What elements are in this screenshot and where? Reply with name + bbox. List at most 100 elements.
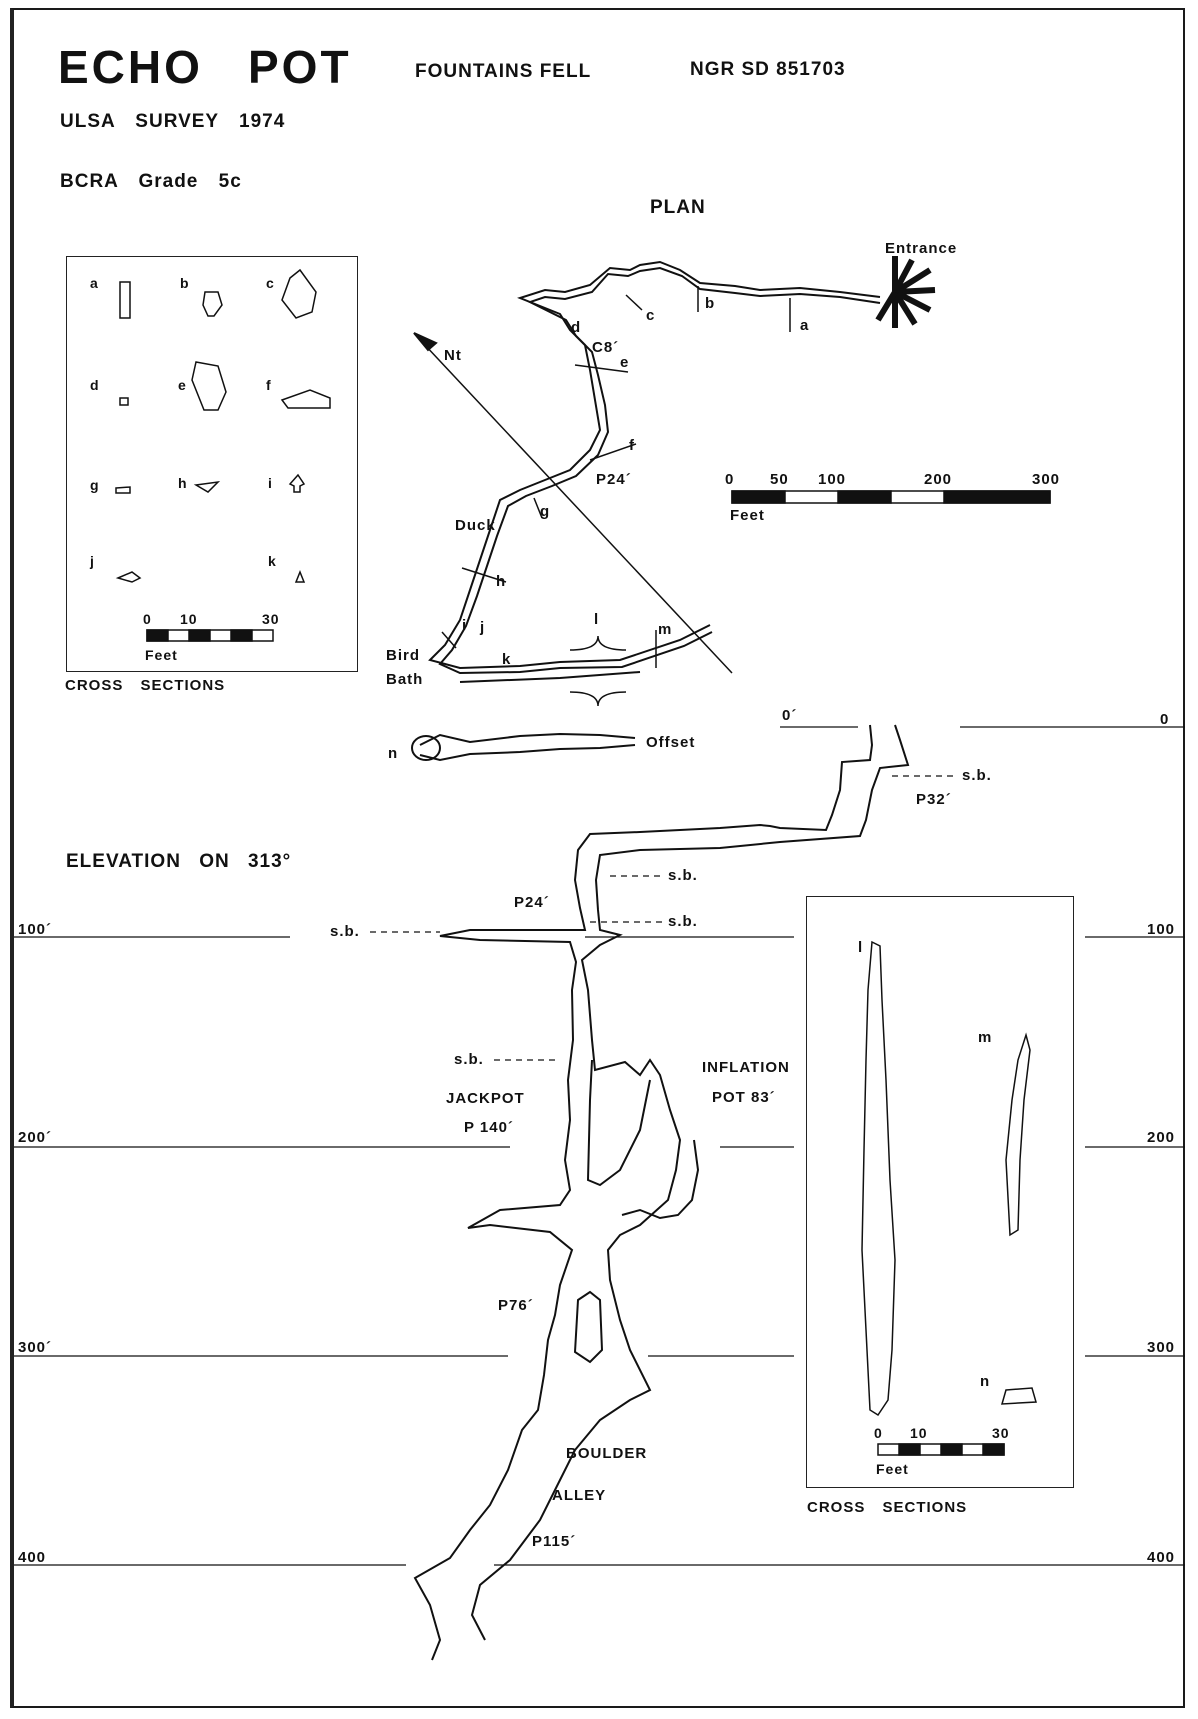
elev-label-p115: P115´ — [532, 1533, 577, 1550]
xs-label-n: n — [980, 1373, 991, 1390]
plan-scale-bar — [731, 490, 1051, 504]
xs-label-f: f — [266, 377, 272, 393]
plan-label-offset: Offset — [646, 734, 696, 751]
elevation-profile-right — [470, 724, 910, 1641]
depth-right-300: 300 — [1147, 1339, 1176, 1356]
xs-left-scale-unit: Feet — [145, 647, 178, 663]
north-arrow-icon — [413, 332, 438, 352]
entrance-icon — [875, 256, 936, 328]
xs-label-j: j — [90, 553, 95, 569]
xs-label-e: e — [178, 377, 187, 393]
xs-n — [1000, 1387, 1037, 1405]
elev-sb-4: s.b. — [330, 923, 360, 940]
plan-label-duck: Duck — [455, 517, 496, 534]
xs-d — [119, 397, 129, 406]
elev-label-pot83: POT 83´ — [712, 1089, 776, 1106]
xs-label-g: g — [90, 477, 100, 493]
xs-label-m: m — [978, 1029, 993, 1046]
depth-left-200: 200´ — [18, 1129, 53, 1146]
plan-label-p24: P24´ — [596, 471, 632, 488]
plan-label-l: l — [594, 611, 600, 628]
xs-label-b: b — [180, 275, 190, 291]
cross-sections-right-box — [806, 896, 1074, 1488]
xs-label-h: h — [178, 475, 188, 491]
elev-sb-5: s.b. — [454, 1051, 484, 1068]
plan-title: PLAN — [650, 197, 706, 218]
elevation-title: ELEVATION ON 313° — [66, 851, 292, 872]
elev-label-jackpot: JACKPOT — [446, 1090, 525, 1107]
depth-left-300: 300´ — [18, 1339, 53, 1356]
xs-label-k: k — [268, 553, 277, 569]
xs-k — [294, 569, 306, 583]
survey-line: ULSA SURVEY 1974 — [60, 111, 286, 132]
plan-label-n: n — [388, 745, 399, 762]
xs-label-c: c — [266, 275, 275, 291]
plan-scale-50: 50 — [770, 471, 789, 488]
elev-label-p24: P24´ — [514, 894, 550, 911]
xs-j — [115, 571, 142, 583]
depth-right-200: 200 — [1147, 1129, 1176, 1146]
depth-right-0: 0 — [1160, 711, 1170, 728]
title-pot: POT — [248, 41, 352, 93]
elev-sb-3: s.b. — [668, 913, 698, 930]
xs-left-scale-0: 0 — [143, 611, 152, 627]
page-border — [10, 8, 1185, 1708]
xs-left-scale-10: 10 — [180, 611, 198, 627]
plan-label-d: d — [571, 319, 582, 336]
plan-passage-wall — [438, 266, 881, 675]
xs-right-scale-bar — [877, 1443, 1005, 1456]
xs-label-i: i — [268, 475, 273, 491]
elevation-profile-left — [413, 724, 874, 1661]
plan-label-e: e — [620, 354, 630, 371]
cross-sections-left-caption: CROSS SECTIONS — [65, 677, 226, 694]
xs-right-scale-unit: Feet — [876, 1461, 909, 1477]
plan-label-f: f — [629, 437, 635, 454]
xs-label-l: l — [858, 939, 864, 956]
plan-label-b: b — [705, 295, 716, 312]
ngr: NGR SD 851703 — [690, 59, 846, 80]
plan-label-a: a — [800, 317, 810, 334]
plan-scale-100: 100 — [818, 471, 847, 488]
elevation-jackpot-inner — [586, 1059, 651, 1187]
plan-label-bath: Bath — [386, 671, 424, 688]
elevation-zero-mark: 0´ — [782, 707, 798, 724]
plan-scale-unit: Feet — [730, 507, 765, 524]
plan-label-m: m — [658, 621, 673, 638]
depth-left-100: 100´ — [18, 921, 53, 938]
xs-left-scale-bar — [146, 629, 274, 642]
plan-offset-wall — [419, 744, 636, 762]
elev-label-p140: P 140´ — [464, 1119, 514, 1136]
xs-right-scale-10: 10 — [910, 1425, 928, 1441]
plan-label-c8: C8´ — [592, 339, 620, 356]
plan-label-g: g — [540, 503, 551, 520]
elev-label-boulder: BOULDER — [566, 1445, 648, 1462]
elev-label-inflation: INFLATION — [702, 1059, 790, 1076]
plan-label-h: h — [496, 573, 507, 590]
xs-b — [202, 291, 223, 317]
plan-label-bird: Bird — [386, 647, 420, 664]
plan-scale-200: 200 — [924, 471, 953, 488]
elev-sb-2: s.b. — [668, 867, 698, 884]
plan-label-j: j — [480, 619, 486, 636]
plan-label-k: k — [502, 651, 512, 668]
xs-a — [119, 281, 131, 319]
xs-h — [193, 480, 221, 493]
xs-m — [1005, 1032, 1031, 1237]
xs-l — [861, 940, 896, 1417]
xs-g — [115, 486, 131, 494]
depth-right-400: 400 — [1147, 1549, 1176, 1566]
xs-right-scale-30: 30 — [992, 1425, 1010, 1441]
plan-label-c: c — [646, 307, 656, 324]
plan-label-i: i — [462, 617, 468, 634]
elev-label-alley: ALLEY — [552, 1487, 607, 1504]
xs-c — [281, 268, 317, 319]
elevation-boulder-chain — [621, 1139, 700, 1220]
plan-offset-passage — [419, 732, 636, 746]
xs-f — [280, 389, 331, 409]
north-label: Nt — [444, 347, 462, 364]
depth-left-400: 400 — [18, 1549, 47, 1566]
cross-sections-right-caption: CROSS SECTIONS — [807, 1499, 968, 1516]
xs-label-a: a — [90, 275, 99, 291]
xs-left-scale-30: 30 — [262, 611, 280, 627]
